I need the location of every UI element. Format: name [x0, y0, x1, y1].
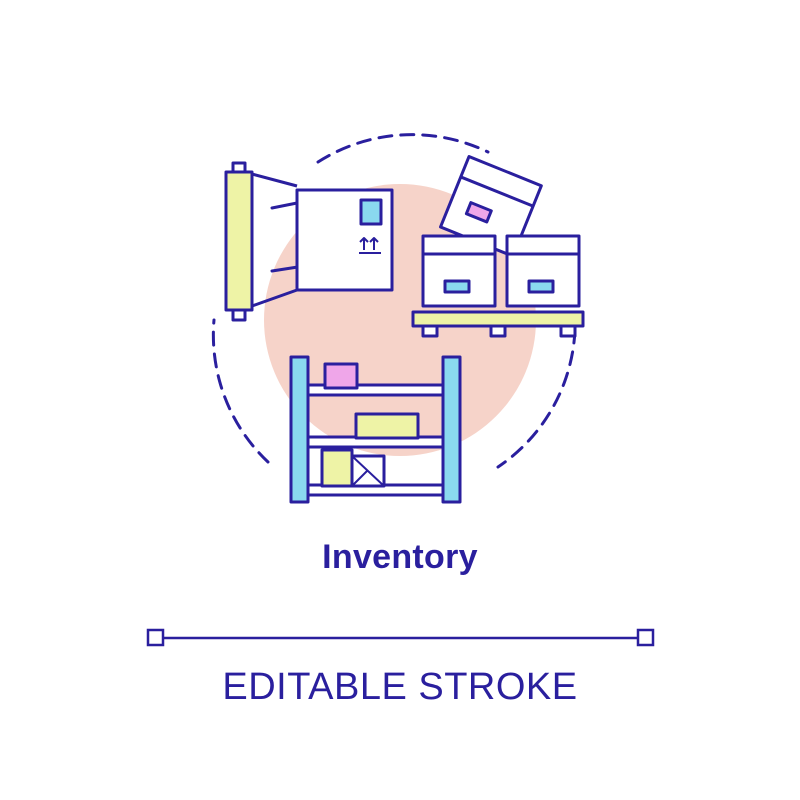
inventory-illustration — [211, 133, 585, 504]
stretch-wrap-roll-icon — [224, 161, 332, 322]
editable-stroke-line — [146, 628, 655, 647]
pallet-boxes-icon — [411, 155, 585, 338]
wrapped-box-icon — [295, 188, 394, 292]
storage-shelf-icon — [289, 355, 462, 504]
page-title: Inventory — [322, 538, 478, 576]
stroke-start-handle — [146, 628, 165, 647]
dashed-ring — [211, 133, 577, 469]
stroke-end-handle — [636, 628, 655, 647]
editable-stroke-caption: EDITABLE STROKE — [222, 666, 578, 708]
